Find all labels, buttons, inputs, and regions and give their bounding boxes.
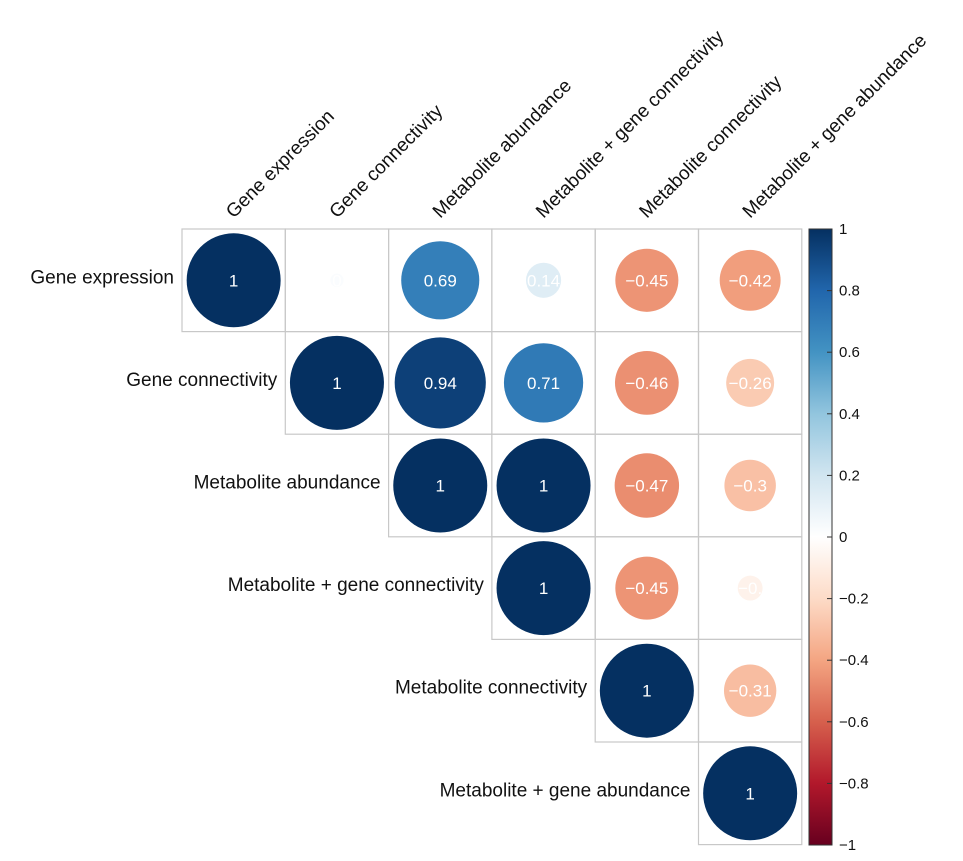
corr-value-gene-expression-vs-metabolite-connectivity: −0.45 <box>625 271 668 290</box>
corr-circle-gene-connectivity-vs-metabolite-connectivity <box>614 351 679 415</box>
corr-circle-metabolite-connectivity-vs-metabolite-gene-abundance <box>723 664 777 717</box>
col-label-metabolite-gene-abundance: Metabolite + gene abundance <box>739 30 931 222</box>
col-label-gene-expression: Gene expression <box>222 106 338 222</box>
colorbar-tick-label: −0.2 <box>839 591 869 608</box>
colorbar-tick-label: −1 <box>839 837 856 854</box>
colorbar-tick-label: 0.4 <box>839 406 860 423</box>
corr-value-metabolite-abundance-vs-metabolite-abundance: 1 <box>436 477 445 496</box>
colorbar: 1 0.8 0.6 0.4 0.2 0 −0.2 −0.4 −0.6 −0.8 −1 <box>808 221 869 854</box>
colorbar-tick-label: 0.2 <box>839 467 860 484</box>
corr-circle-metabolite-connectivity-vs-metabolite-connectivity <box>599 643 694 738</box>
grid-cell <box>697 741 803 846</box>
corr-circle-gene-connectivity-vs-metabolite-abundance <box>394 337 486 429</box>
corr-value-metabolite-abundance-vs-metabolite-connectivity: −0.47 <box>625 477 668 496</box>
colorbar-tick-label: 0 <box>839 529 847 546</box>
colorbar-tick-label: −0.8 <box>839 775 869 792</box>
corr-circle-metabolite-gene-connectivity-vs-metabolite-connectivity <box>615 556 679 620</box>
colorbar-tick-label: 0.6 <box>839 344 860 361</box>
corr-value-metabolite-gene-connectivity-vs-metabolite-gene-connectivity: 1 <box>539 579 548 598</box>
corr-value-gene-connectivity-vs-metabolite-gene-connectivity: 0.71 <box>527 374 560 393</box>
corr-circle-gene-expression-vs-gene-connectivity <box>330 273 344 287</box>
corr-circle-metabolite-gene-connectivity-vs-metabolite-gene-abundance <box>737 575 763 601</box>
corr-value-gene-expression-vs-metabolite-abundance: 0.69 <box>424 271 457 290</box>
corr-value-gene-connectivity-vs-metabolite-connectivity: −0.46 <box>625 374 668 393</box>
corr-circle-metabolite-abundance-vs-metabolite-connectivity <box>614 453 680 518</box>
corr-value-gene-expression-vs-metabolite-gene-connectivity: 0.14 <box>527 271 560 290</box>
corr-circle-gene-expression-vs-metabolite-gene-abundance <box>719 249 781 311</box>
row-label-metabolite-abundance: Metabolite abundance <box>194 473 381 494</box>
circle-layer: 1 0 0.69 0.14 −0.45 −0.42 1 0.94 0.71 −0.46 −0.26 1… <box>186 233 798 841</box>
row-label-gene-expression: Gene expression <box>30 267 174 288</box>
corr-circle-gene-expression-vs-metabolite-abundance <box>401 241 480 320</box>
corr-value-gene-connectivity-vs-gene-connectivity: 1 <box>332 374 341 393</box>
corr-circle-gene-connectivity-vs-gene-connectivity <box>289 335 384 430</box>
corr-value-metabolite-abundance-vs-metabolite-gene-abundance: −0.3 <box>733 477 767 496</box>
corr-circle-metabolite-abundance-vs-metabolite-gene-connectivity <box>496 438 591 533</box>
corr-value-metabolite-gene-connectivity-vs-metabolite-gene-abundance: −0. <box>738 579 762 598</box>
corr-value-metabolite-connectivity-vs-metabolite-connectivity: 1 <box>642 682 651 701</box>
row-label-metabolite-gene-connectivity: Metabolite + gene connectivity <box>228 575 485 596</box>
corr-circle-gene-expression-vs-metabolite-gene-connectivity <box>525 262 562 298</box>
colorbar-tick-label: −0.4 <box>839 652 869 669</box>
col-label-gene-connectivity: Gene connectivity <box>326 101 448 223</box>
row-label-metabolite-gene-abundance: Metabolite + gene abundance <box>440 780 691 801</box>
corr-value-metabolite-gene-connectivity-vs-metabolite-connectivity: −0.45 <box>625 579 668 598</box>
corr-value-metabolite-connectivity-vs-metabolite-gene-abundance: −0.31 <box>729 682 772 701</box>
colorbar-tick-label: 0.8 <box>839 283 860 300</box>
corr-circle-metabolite-abundance-vs-metabolite-gene-abundance <box>724 459 776 512</box>
colorbar-tick-label: 1 <box>839 221 847 238</box>
colorbar-tick-label: −0.6 <box>839 714 869 731</box>
row-label-metabolite-connectivity: Metabolite connectivity <box>395 678 588 699</box>
corr-circle-metabolite-gene-abundance-vs-metabolite-gene-abundance <box>703 746 798 841</box>
grid-layer <box>181 228 803 846</box>
corr-circle-metabolite-abundance-vs-metabolite-abundance <box>393 438 488 533</box>
corr-value-gene-expression-vs-gene-connectivity: 0 <box>332 271 341 290</box>
corr-circle-gene-connectivity-vs-metabolite-gene-connectivity <box>503 343 584 423</box>
corr-circle-gene-expression-vs-metabolite-connectivity <box>615 248 679 312</box>
corr-value-gene-connectivity-vs-metabolite-gene-abundance: −0.26 <box>729 374 772 393</box>
corr-value-gene-expression-vs-metabolite-gene-abundance: −0.42 <box>729 271 772 290</box>
corr-circle-metabolite-gene-connectivity-vs-metabolite-gene-connectivity <box>496 541 591 636</box>
corr-value-gene-connectivity-vs-metabolite-abundance: 0.94 <box>424 374 457 393</box>
corr-circle-gene-expression-vs-gene-expression <box>186 233 281 328</box>
row-label-gene-connectivity: Gene connectivity <box>126 370 278 391</box>
corr-value-gene-expression-vs-gene-expression: 1 <box>229 271 238 290</box>
corr-circle-gene-connectivity-vs-metabolite-gene-abundance <box>726 358 775 407</box>
col-label-metabolite-gene-connectivity: Metabolite + gene connectivity <box>532 26 728 222</box>
corr-value-metabolite-abundance-vs-metabolite-gene-connectivity: 1 <box>539 477 548 496</box>
corr-value-metabolite-gene-abundance-vs-metabolite-gene-abundance: 1 <box>745 784 754 803</box>
